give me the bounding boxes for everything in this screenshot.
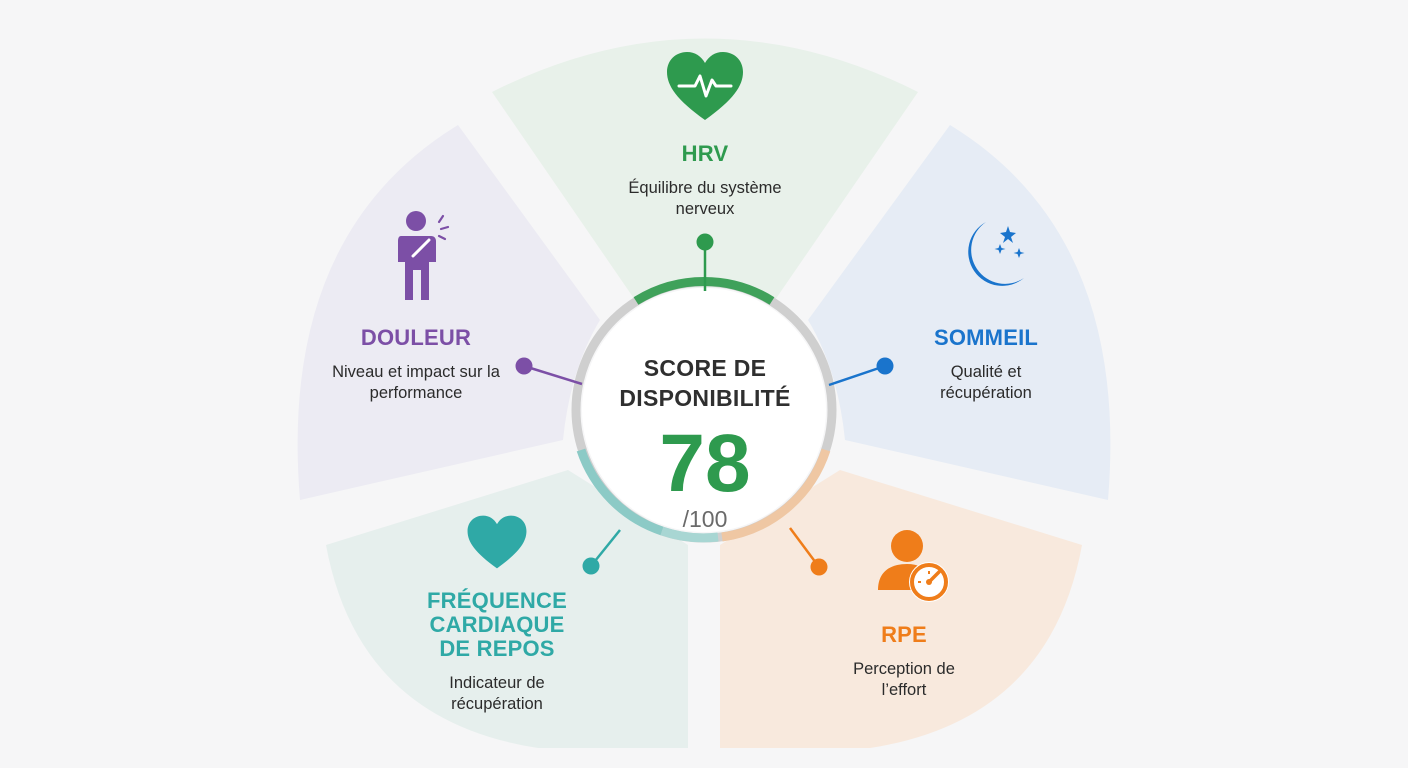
rpe-block: RPE Perception de l’effort bbox=[834, 623, 974, 701]
douleur-sector bbox=[297, 125, 600, 500]
hrv-block: HRV Équilibre du système nerveux bbox=[600, 142, 810, 220]
hrv-description: Équilibre du système nerveux bbox=[628, 179, 782, 218]
hrv-connector bbox=[696, 233, 714, 291]
sommeil-description: Qualité et récupération bbox=[940, 363, 1032, 402]
rpe-description: Perception de l’effort bbox=[853, 660, 955, 699]
hrv-title: HRV bbox=[681, 141, 729, 166]
douleur-description: Niveau et impact sur la performance bbox=[332, 363, 500, 402]
readiness-score-value: 78 bbox=[659, 418, 751, 509]
frequence-description: Indicateur de récupération bbox=[449, 674, 545, 713]
heart-pulse-icon bbox=[667, 52, 743, 120]
sommeil-sector bbox=[808, 125, 1111, 500]
readiness-score-max: /100 bbox=[682, 506, 728, 532]
frequence-block: FRÉQUENCE CARDIAQUE DE REPOS Indicateur … bbox=[420, 589, 574, 715]
gauge-ring-frequence-arc-2 bbox=[660, 526, 719, 543]
douleur-connector bbox=[515, 357, 583, 386]
rpe-connector bbox=[788, 527, 828, 576]
frequence-sector bbox=[326, 470, 688, 748]
sommeil-block: SOMMEIL Qualité et récupération bbox=[906, 326, 1066, 404]
person-gauge-icon bbox=[878, 530, 949, 602]
sommeil-title: SOMMEIL bbox=[933, 325, 1039, 350]
readiness-score-label: SCORE DE DISPONIBILITÉ bbox=[619, 355, 791, 411]
rpe-title: RPE bbox=[881, 622, 927, 647]
heart-icon bbox=[467, 515, 527, 569]
hrv-sector bbox=[492, 38, 918, 300]
moon-stars-icon bbox=[968, 222, 1025, 286]
center-disc bbox=[582, 288, 826, 532]
frequence-connector bbox=[582, 529, 621, 575]
sommeil-connector bbox=[828, 357, 894, 387]
douleur-block: DOULEUR Niveau et impact sur la performa… bbox=[326, 326, 506, 404]
douleur-title: DOULEUR bbox=[360, 325, 472, 350]
person-pain-icon bbox=[398, 211, 450, 300]
rpe-sector bbox=[720, 470, 1082, 748]
gauge-ring-rpe-arc bbox=[721, 448, 831, 542]
gauge-ring-frequence-arc bbox=[576, 448, 664, 536]
frequence-title: FRÉQUENCE CARDIAQUE DE REPOS bbox=[427, 588, 567, 661]
